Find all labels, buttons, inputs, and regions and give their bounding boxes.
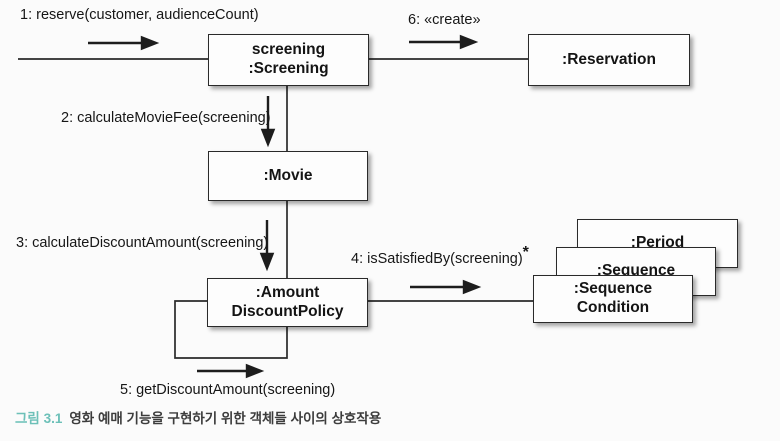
object-label: :Amount	[255, 283, 320, 301]
message-1-arrow-icon	[88, 35, 160, 51]
object-label: :Reservation	[562, 50, 656, 68]
object-box-sequence-condition: :Sequence Condition	[533, 275, 693, 323]
object-label: Condition	[576, 299, 650, 316]
object-label: :Sequence	[573, 280, 653, 298]
multiplicity-star: *	[522, 244, 529, 261]
object-label: screening	[251, 41, 326, 59]
object-label: :Sequence	[596, 262, 676, 280]
figure-caption: 그림 3.1 영화 예매 기능을 구현하기 위한 객체들 사이의 상호작용	[15, 407, 381, 427]
object-label: DiscountPolicy	[231, 302, 344, 320]
message-label-calculate-discount-amount: 3: calculateDiscountAmount(screening)	[16, 235, 269, 251]
figure-caption-text: 영화 예매 기능을 구현하기 위한 객체들 사이의 상호작용	[69, 411, 382, 426]
message-label-calculate-movie-fee: 2: calculateMovieFee(screening)	[61, 110, 271, 126]
object-box-screening: screening :Screening	[208, 34, 369, 86]
message-label-create: 6: «create»	[408, 12, 481, 28]
message-3-arrow-icon	[259, 220, 275, 272]
message-5-arrow-icon	[197, 363, 265, 379]
link-discountpolicy-self-loop	[174, 300, 288, 359]
message-label-reserve: 1: reserve(customer, audienceCount)	[20, 7, 259, 23]
message-4-arrow-icon	[410, 279, 482, 295]
message-label-get-discount-amount: 5: getDiscountAmount(screening)	[120, 382, 336, 398]
object-box-movie: :Movie	[208, 151, 368, 201]
message-text: 4: isSatisfiedBy(screening)	[351, 251, 523, 267]
object-box-reservation: :Reservation	[528, 34, 690, 86]
object-label: :Movie	[263, 166, 313, 184]
message-6-arrow-icon	[409, 34, 479, 50]
object-label: :Screening	[248, 60, 329, 77]
object-box-amount-discount-policy: :Amount DiscountPolicy	[207, 278, 368, 327]
message-2-arrow-icon	[260, 96, 276, 148]
figure-number: 그림 3.1	[15, 411, 63, 426]
message-label-is-satisfied-by: 4: isSatisfiedBy(screening)*	[351, 245, 529, 268]
object-label: :Period	[630, 234, 685, 252]
